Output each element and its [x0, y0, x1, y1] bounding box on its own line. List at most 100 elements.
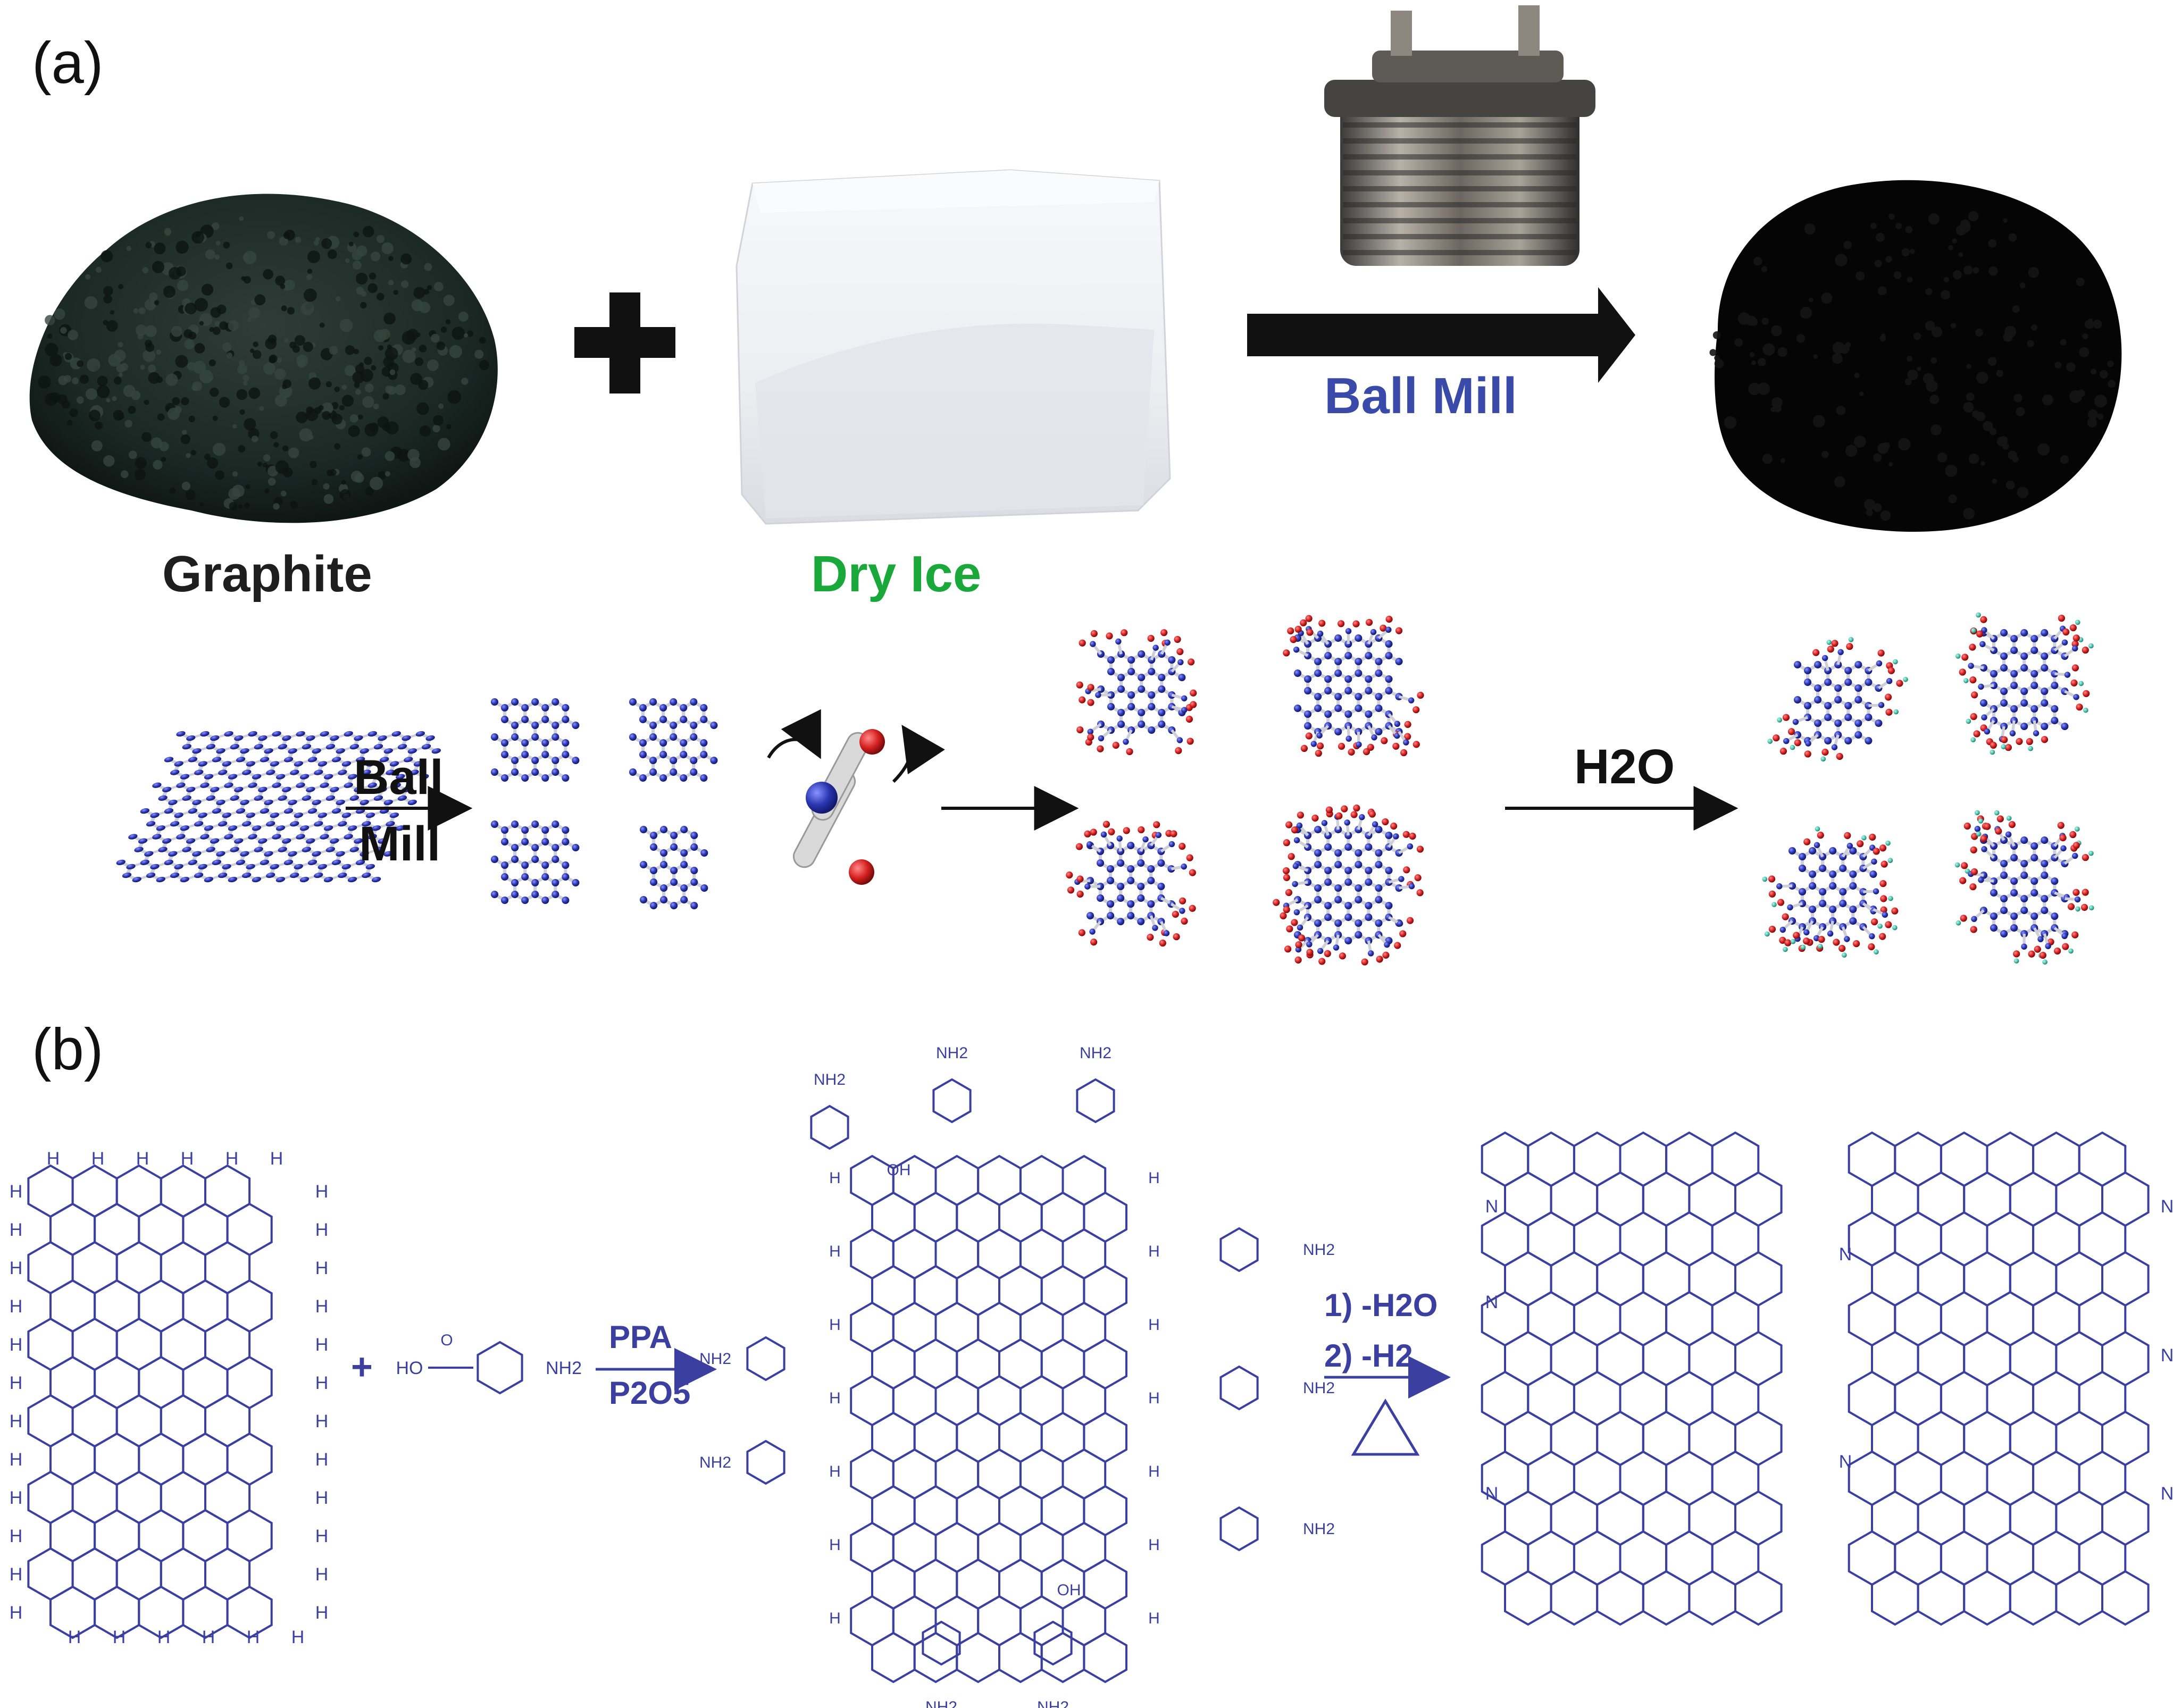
carbon-atom	[1324, 686, 1332, 695]
hexagon-ring	[182, 1279, 229, 1333]
oxygen-atom	[1971, 691, 1978, 699]
carbon-atom	[290, 872, 299, 878]
carbon-atom	[1107, 702, 1115, 711]
carbon-atom	[296, 834, 305, 840]
graphite-texture	[38, 216, 489, 510]
hexagon-ring	[182, 1202, 229, 1257]
hexagon-ring	[1986, 1291, 2035, 1347]
oxygen-atom	[1773, 734, 1780, 742]
carbon-atom	[531, 733, 539, 741]
carbon-atom	[242, 769, 252, 775]
oxygen-atom	[1090, 828, 1097, 836]
hexagon-ring	[1986, 1131, 2035, 1187]
carbon-atom	[296, 731, 305, 737]
carbon-atom	[1314, 657, 1322, 666]
oxygen-atom	[1335, 812, 1343, 819]
carbon-atom	[551, 890, 559, 899]
carbon-atom	[266, 821, 275, 827]
carbon-atom	[2020, 906, 2028, 915]
svg-text:NH2: NH2	[699, 1454, 731, 1471]
oxygen-atom	[1880, 906, 1887, 914]
carbon-atom	[1157, 859, 1165, 867]
carbon-atom	[323, 774, 333, 780]
carbon-atom	[372, 774, 381, 780]
hydrogen-atom	[2083, 707, 2088, 713]
svg-text:H: H	[315, 1373, 329, 1393]
carbon-atom	[680, 739, 688, 747]
carbon-atom	[2041, 722, 2049, 731]
carbon-atom	[146, 821, 156, 827]
carbon-atom	[1834, 684, 1842, 692]
carbon-atom	[2030, 877, 2038, 885]
oxygen-atom	[1960, 915, 1967, 922]
oxygen-atom	[1365, 618, 1373, 626]
carbon-atom	[710, 756, 718, 765]
hexagon-ring	[1871, 1570, 1919, 1626]
product-powder-photo	[1709, 180, 2122, 532]
hexagon-ring	[1504, 1330, 1552, 1387]
oxygen-atom	[1782, 913, 1789, 920]
hydrogen-atom	[1970, 737, 1976, 743]
carbon-atom	[670, 901, 678, 910]
carbon-atom	[174, 812, 183, 818]
carbon-atom	[690, 721, 698, 730]
carbon-atom	[1334, 884, 1342, 892]
carbon-atom	[325, 744, 336, 750]
carbon-atom	[1844, 678, 1852, 686]
hexagon-ring	[2101, 1570, 2150, 1626]
hydrogen-atom	[1817, 943, 1823, 949]
carbon-atom	[660, 860, 668, 869]
carbon-atom	[2061, 722, 2069, 731]
carbon-atom	[356, 757, 365, 763]
cyclization-arrow	[1324, 1356, 1451, 1456]
carbon-atom	[188, 859, 198, 865]
hexagon-ring	[49, 1432, 96, 1486]
hexagon-ring	[2032, 1211, 2080, 1267]
carbon-atom	[365, 812, 375, 818]
carbon-atom	[383, 799, 393, 806]
hydrogen-atom	[2068, 948, 2074, 954]
hexagon-ring	[49, 1202, 96, 1257]
carbon-atom	[2041, 629, 2049, 637]
carbon-atom	[1849, 847, 1857, 855]
carbon-atom	[1344, 878, 1352, 886]
oxygen-atom	[1394, 942, 1401, 949]
oxygen-atom	[2013, 950, 2020, 958]
hexagon-ring	[1688, 1330, 1736, 1387]
hexagon-ring	[1711, 1131, 1760, 1187]
svg-text:H: H	[113, 1627, 126, 1647]
reagent-ppa: PPA	[609, 1319, 672, 1355]
carbon-atom	[541, 704, 549, 712]
oxygen-atom	[1833, 939, 1840, 946]
carbon-atom	[168, 851, 178, 857]
hexagon-ring	[1219, 1365, 1259, 1411]
carbon-atom	[156, 825, 166, 831]
hexagon-ring	[1481, 1530, 1530, 1586]
carbon-atom	[1355, 704, 1363, 713]
oxygen-atom	[1181, 917, 1188, 925]
carbon-atom	[128, 834, 138, 840]
carbon-atom	[700, 739, 708, 747]
oxygen-atom	[1817, 832, 1824, 839]
hexagon-ring	[1596, 1171, 1644, 1227]
carbon-atom	[1137, 917, 1145, 926]
carbon-atom	[176, 834, 186, 840]
hexagon-ring	[1076, 1078, 1115, 1124]
oxygen-atom	[1291, 826, 1299, 834]
carbon-atom	[116, 859, 126, 865]
carbon-atom	[700, 774, 708, 782]
carbon-atom	[2010, 912, 2018, 920]
oxygen-atom	[1970, 713, 1977, 721]
carbon-atom	[521, 774, 529, 782]
carbon-atom	[1138, 720, 1146, 729]
oxygen-atom	[1969, 643, 1976, 651]
hexagon-ring	[1963, 1490, 2011, 1546]
oxygen-atom	[1066, 871, 1073, 879]
carbon-atom	[670, 878, 678, 886]
carbon-atom	[1334, 704, 1342, 713]
oxygen-atom	[1138, 826, 1145, 834]
carbon-atom	[511, 820, 519, 828]
carbon-atom	[347, 825, 357, 831]
carbon-atom	[367, 782, 377, 788]
carbon-atom	[1334, 919, 1342, 927]
